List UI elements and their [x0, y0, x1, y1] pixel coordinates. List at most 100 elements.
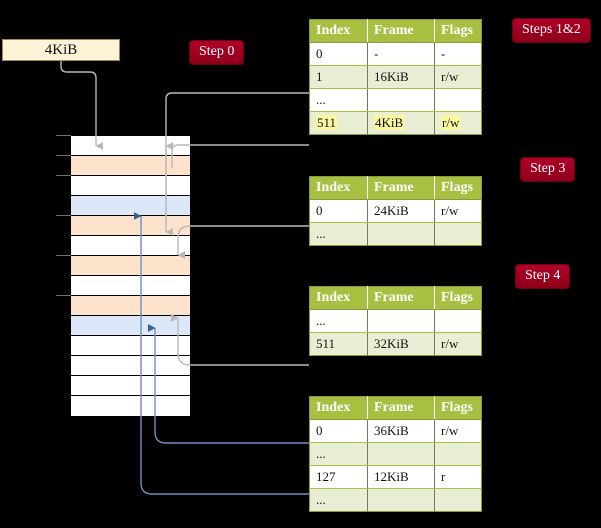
column-header-index: Index — [309, 396, 368, 420]
column-header-flags: Flags — [434, 176, 482, 200]
table-cell: 0 — [309, 419, 368, 443]
table-row: 0-- — [309, 42, 482, 66]
column-header-frame: Frame — [367, 286, 435, 310]
table-cell: ... — [309, 88, 368, 112]
memory-column — [70, 135, 191, 416]
table-row: ... — [309, 442, 482, 466]
table-cell: r/w — [434, 199, 482, 223]
memory-row-tick — [56, 155, 71, 156]
table-cell: 24KiB — [367, 199, 435, 223]
table-cell: r/w — [434, 65, 482, 89]
source-box-label: 4KiB — [44, 41, 78, 58]
table-cell: 1 — [309, 65, 368, 89]
connector-step3 — [177, 225, 309, 259]
table-cell: - — [367, 42, 435, 66]
memory-frame-row — [71, 176, 190, 196]
memory-frame-row — [71, 196, 190, 216]
table-cell: 36KiB — [367, 419, 435, 443]
memory-frame-row — [71, 376, 190, 396]
table-cell: r/w — [434, 419, 482, 443]
source-box-4kib: 4KiB — [2, 39, 120, 61]
memory-frame-row — [71, 236, 190, 256]
memory-row-tick — [56, 135, 71, 136]
column-header-flags: Flags — [434, 396, 482, 420]
table-cell: 511 — [309, 111, 368, 135]
cell-text: 4KiB — [374, 115, 405, 130]
table-cell: 0 — [309, 199, 368, 223]
memory-frame-row — [71, 356, 190, 376]
table-row: 511 4KiB r/w — [309, 111, 482, 135]
table-cell: 32KiB — [367, 332, 435, 356]
memory-frame-row — [71, 396, 190, 416]
memory-frame-row — [71, 316, 190, 336]
connector-step4 — [171, 314, 309, 366]
table-cell: r/w — [434, 111, 482, 135]
table-cell: - — [434, 42, 482, 66]
table-cell — [367, 442, 435, 466]
memory-frame-row — [71, 256, 190, 276]
table-cell: 16KiB — [367, 65, 435, 89]
cell-text: 511 — [316, 115, 338, 130]
memory-frame-row — [71, 156, 190, 176]
table-row: ... — [309, 488, 482, 512]
badge-step-3-label: Step 3 — [530, 161, 566, 176]
table-cell — [434, 88, 482, 112]
table-cell — [367, 222, 435, 246]
memory-frame-row — [71, 216, 190, 236]
table-cell — [367, 488, 435, 512]
memory-row-tick — [56, 255, 71, 256]
table-cell — [367, 309, 435, 333]
table-row: ... — [309, 88, 482, 112]
column-header-index: Index — [309, 176, 368, 200]
table-cell: 12KiB — [367, 465, 435, 489]
badge-step-4: Step 4 — [516, 265, 570, 288]
table-cell — [434, 222, 482, 246]
badge-steps-1-2: Steps 1&2 — [513, 19, 590, 42]
column-header-frame: Frame — [367, 176, 435, 200]
table-cell: ... — [309, 222, 368, 246]
column-header-frame: Frame — [367, 396, 435, 420]
table-cell: ... — [309, 442, 368, 466]
badge-step-3: Step 3 — [521, 158, 575, 181]
memory-frame-row — [71, 136, 190, 156]
memory-row-tick — [56, 215, 71, 216]
table-cell: 511 — [309, 332, 368, 356]
badge-step-4-label: Step 4 — [525, 268, 561, 283]
table-cell: 4KiB — [367, 111, 435, 135]
column-header-index: Index — [309, 286, 368, 310]
table-cell: 127 — [309, 465, 368, 489]
badge-steps-1-2-label: Steps 1&2 — [522, 22, 581, 37]
table-cell: r — [434, 465, 482, 489]
badge-step-0-label: Step 0 — [199, 44, 235, 59]
connector-step0 — [60, 61, 103, 150]
memory-frame-row — [71, 276, 190, 296]
memory-row-tick — [56, 175, 71, 176]
table-cell — [367, 88, 435, 112]
memory-frame-row — [71, 336, 190, 356]
badge-step-0: Step 0 — [190, 41, 244, 64]
cell-text: r/w — [441, 115, 461, 130]
table-cell: r/w — [434, 332, 482, 356]
memory-row-tick — [56, 295, 71, 296]
table-cell: 0 — [309, 42, 368, 66]
table-cell — [434, 442, 482, 466]
table-row: ... — [309, 222, 482, 246]
table-row: ... — [309, 309, 482, 333]
table-cell — [434, 488, 482, 512]
column-header-frame: Frame — [367, 19, 435, 43]
column-header-flags: Flags — [434, 19, 482, 43]
column-header-flags: Flags — [434, 286, 482, 310]
